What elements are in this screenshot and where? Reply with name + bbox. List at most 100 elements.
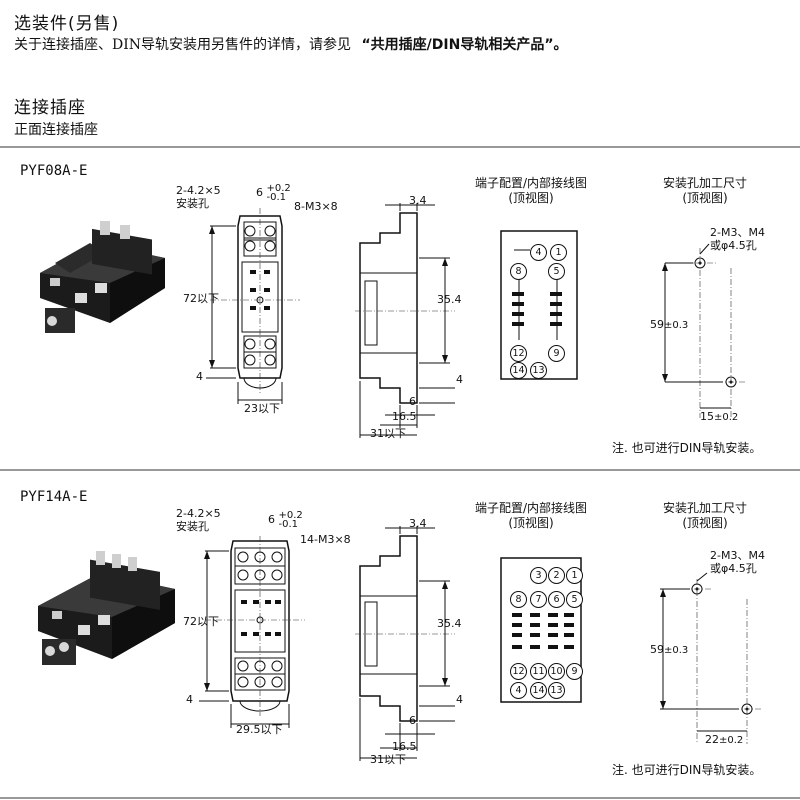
- hole-dims-title: 安装孔加工尺寸 (顶视图): [640, 501, 770, 531]
- bottom-offset-label: 4: [196, 370, 203, 383]
- terminal-5: 5: [548, 259, 565, 280]
- tolerance-label: 6 +0.2 -0.1: [256, 183, 291, 203]
- terminal-14: 14: [510, 358, 527, 379]
- hole-dims-title: 安装孔加工尺寸 (顶视图): [640, 176, 770, 206]
- hole-dims-drawing: [660, 572, 761, 744]
- hole-label-line2: 安装孔: [176, 520, 209, 533]
- din-rail-note: 注. 也可进行DIN导轨安装。: [612, 763, 762, 777]
- product-block-pyf14a: PYF14A-E 2-4.2×5 安装孔 6 +0.2 -0.1 14-M3×8…: [0, 471, 800, 800]
- hole-label: 2-4.2×5 安装孔: [176, 507, 221, 533]
- terminal-8: 8: [510, 587, 527, 608]
- model-name: PYF14A-E: [20, 489, 88, 505]
- hole-screw-line1: 2-M3、M4: [710, 549, 765, 562]
- terminal-11: 11: [530, 659, 547, 680]
- side-total-dim: 31以下: [370, 427, 406, 440]
- terminal-title-line1: 端子配置/内部接线图: [474, 501, 588, 515]
- terminal-12: 12: [510, 659, 527, 680]
- model-name: PYF08A-E: [20, 163, 88, 179]
- terminal-1: 1: [550, 240, 567, 261]
- hole-dims-title-line1: 安装孔加工尺寸: [662, 176, 747, 190]
- section-divider-middle: [0, 469, 800, 471]
- terminal-diagram: [500, 557, 582, 703]
- terminal-13: 13: [548, 678, 565, 699]
- terminal-6: 6: [548, 587, 565, 608]
- options-note: 关于连接插座、DIN导轨安装用另售件的详情，请参见 “共用插座/DIN导轨相关产…: [14, 34, 568, 54]
- terminal-12: 12: [510, 341, 527, 362]
- hole-vertical-dim: 59±0.3: [650, 318, 688, 332]
- terminal-7: 7: [530, 587, 547, 608]
- side-total-dim: 31以下: [370, 753, 406, 766]
- hole-horizontal-dim: 15±0.2: [700, 410, 738, 424]
- terminal-1: 1: [566, 563, 583, 584]
- terminal-8: 8: [510, 259, 527, 280]
- side-top-dim: 3.4: [409, 517, 427, 530]
- terminal-title-line2: (顶视图): [508, 191, 554, 205]
- product-block-pyf08a: PYF08A-E 2-4.2×5 安装孔 6 +0.2 -0.1 8-M3×8 …: [0, 148, 800, 468]
- hole-h-value: 15: [700, 410, 714, 423]
- terminal-9: 9: [566, 659, 583, 680]
- side-six-dim: 6: [409, 395, 416, 408]
- tol-lower: -0.1: [278, 519, 299, 530]
- hole-label-line1: 2-4.2×5: [176, 184, 221, 197]
- terminal-13: 13: [530, 358, 547, 379]
- hole-label: 2-4.2×5 安装孔: [176, 184, 221, 210]
- terminal-3: 3: [530, 563, 547, 584]
- product-photo: [40, 221, 165, 333]
- hole-dims-title-line2: (顶视图): [682, 516, 728, 530]
- hole-dims-title-line2: (顶视图): [682, 191, 728, 205]
- options-note-text: 关于连接插座、DIN导轨安装用另售件的详情，请参见: [14, 37, 352, 53]
- section-divider-bottom: [0, 797, 800, 799]
- hole-screw-label: 2-M3、M4 或φ4.5孔: [710, 549, 765, 575]
- screw-label: 8-M3×8: [294, 200, 338, 213]
- terminal-title-line2: (顶视图): [508, 516, 554, 530]
- hole-v-value: 59: [650, 643, 664, 656]
- din-rail-note: 注. 也可进行DIN导轨安装。: [612, 441, 762, 455]
- side-height-dim: 35.4: [437, 293, 462, 306]
- hole-label-line1: 2-4.2×5: [176, 507, 221, 520]
- terminal-4: 4: [530, 240, 547, 261]
- terminal-title: 端子配置/内部接线图 (顶视图): [466, 176, 596, 206]
- side-bottom-dim: 4: [456, 373, 463, 386]
- hole-screw-label: 2-M3、M4 或φ4.5孔: [710, 226, 765, 252]
- terminal-4: 4: [510, 678, 527, 699]
- screw-label: 14-M3×8: [300, 533, 351, 546]
- hole-v-value: 59: [650, 318, 664, 331]
- hole-h-tol: ±0.2: [714, 412, 739, 423]
- terminal-10: 10: [548, 659, 565, 680]
- hole-screw-line2: 或φ4.5孔: [710, 239, 757, 252]
- tol-dim: 6: [256, 186, 263, 199]
- options-title: 选装件(另售): [14, 14, 120, 34]
- terminal-title-line1: 端子配置/内部接线图: [474, 176, 588, 190]
- hole-screw-line2: 或φ4.5孔: [710, 562, 757, 575]
- tol-dim: 6: [268, 513, 275, 526]
- section-divider-top: [0, 146, 800, 148]
- side-depth-dim: 16.5: [392, 740, 417, 753]
- side-view-drawing: [355, 526, 455, 761]
- terminal-5: 5: [566, 587, 583, 608]
- front-view-drawing: [199, 536, 305, 728]
- tolerance-label: 6 +0.2 -0.1: [268, 510, 303, 530]
- hole-v-tol: ±0.3: [664, 320, 689, 331]
- terminal-title: 端子配置/内部接线图 (顶视图): [466, 501, 596, 531]
- tol-upper: +0.2: [266, 183, 291, 194]
- hole-label-line2: 安装孔: [176, 197, 209, 210]
- bottom-offset-label: 4: [186, 693, 193, 706]
- product-photo: [38, 551, 175, 665]
- hole-vertical-dim: 59±0.3: [650, 643, 688, 657]
- side-height-dim: 35.4: [437, 617, 462, 630]
- terminal-14: 14: [530, 678, 547, 699]
- section-subtitle: 正面连接插座: [14, 122, 98, 138]
- hole-v-tol: ±0.3: [664, 645, 689, 656]
- terminal-2: 2: [548, 563, 565, 584]
- options-note-link[interactable]: “共用插座/DIN导轨相关产品”。: [361, 37, 568, 53]
- side-bottom-dim: 4: [456, 693, 463, 706]
- hole-h-value: 22: [705, 733, 719, 746]
- hole-h-tol: ±0.2: [719, 735, 744, 746]
- hole-horizontal-dim: 22±0.2: [705, 733, 743, 747]
- side-view-drawing: [355, 203, 455, 438]
- hole-screw-line1: 2-M3、M4: [710, 226, 765, 239]
- section-title: 连接插座: [14, 98, 86, 118]
- tol-lower: -0.1: [266, 192, 287, 203]
- tol-upper: +0.2: [278, 510, 303, 521]
- height-label: 72以下: [183, 615, 219, 628]
